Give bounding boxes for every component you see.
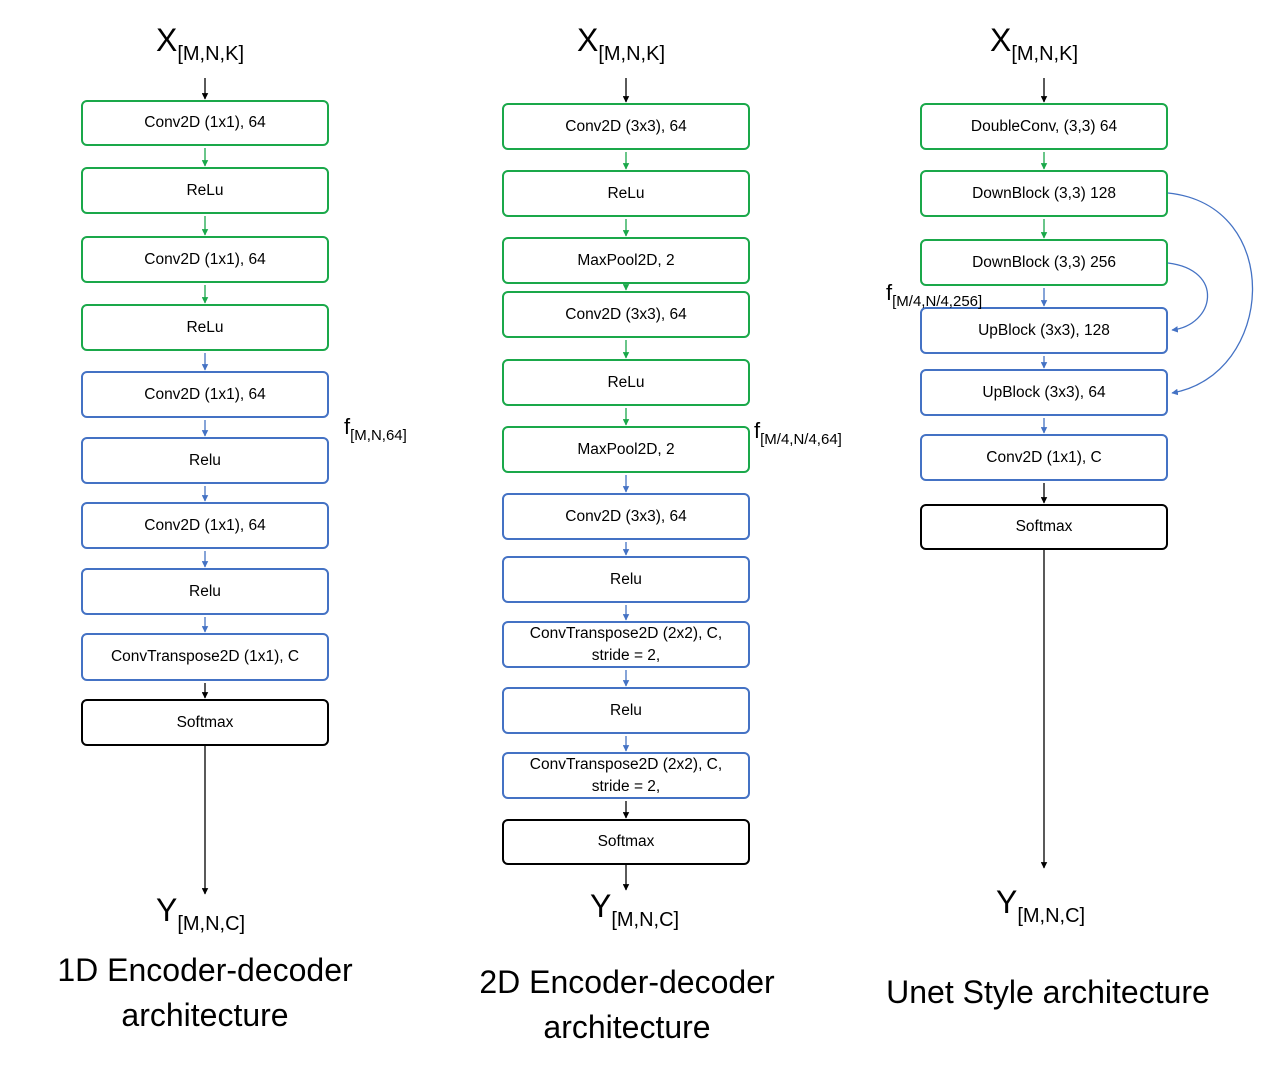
col3-output: Y[M,N,C] [996,884,1086,927]
col3-caption: Unet Style architecture [886,974,1210,1010]
col3-block-3: DownBlock (3,3) 256 [920,239,1168,286]
col2-feature-label: f[M/4,N/4,64] [754,418,842,448]
col2-block-1: Conv2D (3x3), 64 [502,103,750,150]
col1-block-6: Relu [81,437,329,484]
col1-softmax: Softmax [81,699,329,746]
col2-softmax: Softmax [502,819,750,865]
col2-block-4: Conv2D (3x3), 64 [502,291,750,338]
col2-block-5: ReLu [502,359,750,406]
col1-block-5: Conv2D (1x1), 64 [81,371,329,418]
col2-output: Y[M,N,C] [590,888,680,931]
col3-block-4: UpBlock (3x3), 128 [920,307,1168,354]
col1-block-4: ReLu [81,304,329,351]
col3-block-2: DownBlock (3,3) 128 [920,170,1168,217]
col1-block-7: Conv2D (1x1), 64 [81,502,329,549]
col2-caption: 2D Encoder-decoder architecture [479,964,775,1045]
col3-softmax: Softmax [920,504,1168,550]
col2-block-11: ConvTranspose2D (2x2), C, stride = 2, [502,752,750,799]
col3-block-5: UpBlock (3x3), 64 [920,369,1168,416]
col1-block-9: ConvTranspose2D (1x1), C [81,633,329,681]
col2-block-3: MaxPool2D, 2 [502,237,750,284]
col2-input: X[M,N,K] [577,22,666,65]
col3-skip-connection-outer [1167,192,1254,396]
col1-input: X[M,N,K] [156,22,245,65]
col3-feature-label: f[M/4,N/4,256] [886,280,983,310]
col2-block-9: ConvTranspose2D (2x2), C, stride = 2, [502,621,750,668]
col3-block-6: Conv2D (1x1), C [920,434,1168,481]
col2-block-2: ReLu [502,170,750,217]
col1-output: Y[M,N,C] [156,892,246,935]
col1-caption: 1D Encoder-decoder architecture [57,952,353,1033]
col2-block-10: Relu [502,687,750,734]
col1-feature-label: f[M,N,64] [344,414,407,444]
col2-block-8: Relu [502,556,750,603]
col3-skip-connection-inner [1167,262,1209,333]
col3-block-1: DoubleConv, (3,3) 64 [920,103,1168,150]
col1-block-1: Conv2D (1x1), 64 [81,100,329,146]
col3-input: X[M,N,K] [990,22,1079,65]
col1-block-8: Relu [81,568,329,615]
col1-block-2: ReLu [81,167,329,214]
col2-block-6: MaxPool2D, 2 [502,426,750,473]
col1-block-3: Conv2D (1x1), 64 [81,236,329,283]
col2-block-7: Conv2D (3x3), 64 [502,493,750,540]
